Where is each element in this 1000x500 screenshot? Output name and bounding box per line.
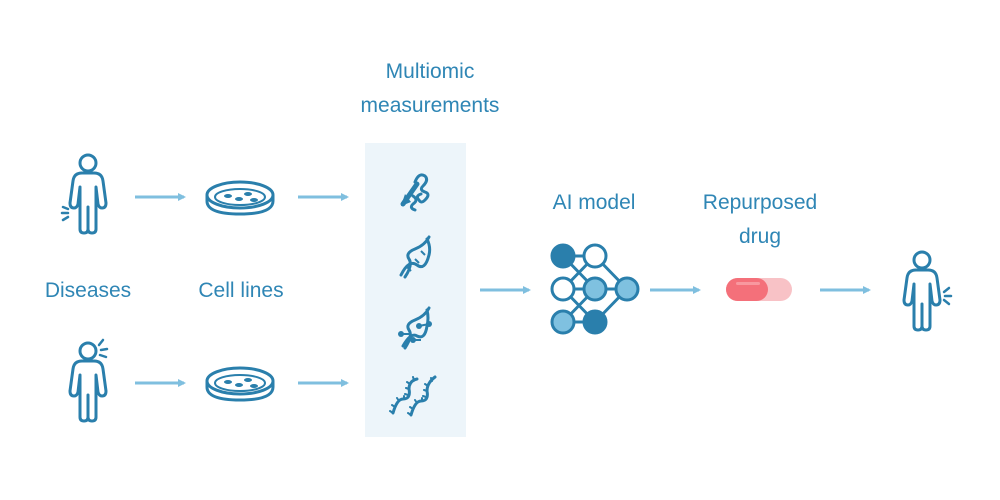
nn-node bbox=[550, 243, 576, 269]
patient-head-pain-icon bbox=[68, 338, 109, 423]
patient-knee-pain-icon bbox=[60, 153, 108, 235]
methylated-dna-icon bbox=[398, 306, 432, 350]
nn-node bbox=[582, 309, 608, 335]
repurposed-drug-label: Repurposed drug bbox=[680, 186, 840, 254]
nn-node bbox=[550, 276, 576, 302]
nn-node bbox=[614, 276, 640, 302]
patient-hand-pain-icon bbox=[902, 250, 953, 332]
dna-icon bbox=[399, 235, 432, 279]
cell-lines-label: Cell lines bbox=[198, 279, 284, 302]
petri-dish-icon bbox=[205, 366, 275, 402]
neural-network-icon bbox=[550, 243, 640, 335]
multiomic-label-line1: Multiomic bbox=[385, 60, 475, 83]
petri-dish-icon bbox=[205, 180, 275, 216]
nn-node bbox=[550, 309, 576, 335]
protein-icon bbox=[400, 173, 430, 212]
nn-node bbox=[582, 276, 608, 302]
multiomic-label-line2: measurements bbox=[360, 94, 500, 117]
multiomic-panel bbox=[365, 143, 466, 437]
rna-icon bbox=[389, 375, 437, 417]
multiomic-label: Multiomic measurements bbox=[360, 55, 500, 123]
diseases-label: Diseases bbox=[44, 279, 132, 302]
repurposed-label-line1: Repurposed bbox=[702, 191, 818, 214]
ai-model-label: AI model bbox=[552, 191, 636, 214]
repurposed-label-line2: drug bbox=[738, 225, 782, 248]
pill-capsule-icon bbox=[726, 278, 792, 301]
nn-node bbox=[582, 243, 608, 269]
